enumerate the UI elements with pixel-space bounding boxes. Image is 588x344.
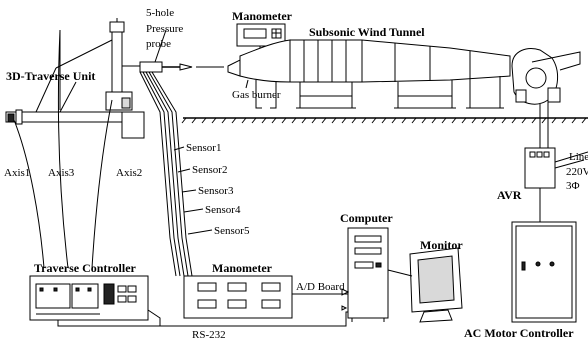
ad-board-label: A/D Board bbox=[296, 281, 345, 293]
gas-burner-label: Gas burner bbox=[232, 89, 281, 101]
computer-tower bbox=[348, 228, 388, 322]
axis3-label: Axis3 bbox=[48, 167, 75, 179]
axis-cables bbox=[14, 30, 112, 268]
sensor5-label: Sensor5 bbox=[214, 225, 250, 237]
manometer-top-label: Manometer bbox=[232, 9, 293, 23]
axis1-label: Axis1 bbox=[4, 167, 30, 179]
monitor-label: Monitor bbox=[420, 238, 463, 252]
manometer-bottom-label: Manometer bbox=[212, 261, 273, 275]
sensor3-label: Sensor3 bbox=[198, 185, 234, 197]
wind-tunnel-label: Subsonic Wind Tunnel bbox=[309, 25, 425, 39]
manometer-bottom bbox=[184, 276, 292, 318]
traverse-controller bbox=[30, 276, 148, 320]
monitor bbox=[388, 248, 462, 322]
probe-label-line2: Pressure bbox=[146, 23, 183, 35]
ac-motor-controller-label: AC Motor Controller bbox=[464, 326, 574, 340]
sensor-labels: Sensor1 Sensor2 Sensor3 Sensor4 Sensor5 bbox=[186, 142, 250, 237]
ac-motor-controller bbox=[512, 222, 576, 322]
axis2-label: Axis2 bbox=[116, 167, 142, 179]
sensor4-label: Sensor4 bbox=[205, 204, 241, 216]
traverse-unit-label: 3D-Traverse Unit bbox=[6, 69, 95, 83]
probe bbox=[140, 30, 224, 72]
line-label: Line bbox=[569, 151, 588, 163]
voltage-label: 220V bbox=[566, 166, 588, 178]
sensor2-label: Sensor2 bbox=[192, 164, 227, 176]
computer-label: Computer bbox=[340, 211, 393, 225]
probe-label-line1: 5-hole bbox=[146, 7, 174, 19]
floor bbox=[182, 118, 588, 123]
avr-label: AVR bbox=[497, 188, 522, 202]
probe-label-line3: probe bbox=[146, 38, 171, 50]
wind-tunnel bbox=[228, 40, 580, 108]
sensor1-label: Sensor1 bbox=[186, 142, 221, 154]
phase-label: 3Φ bbox=[566, 180, 580, 192]
traverse-controller-label: Traverse Controller bbox=[34, 261, 137, 275]
rs232-label: RS-232 bbox=[192, 329, 226, 341]
probe-label: 5-hole Pressure probe bbox=[146, 7, 183, 50]
line-power-label: Line 220V 3Φ bbox=[566, 151, 588, 192]
